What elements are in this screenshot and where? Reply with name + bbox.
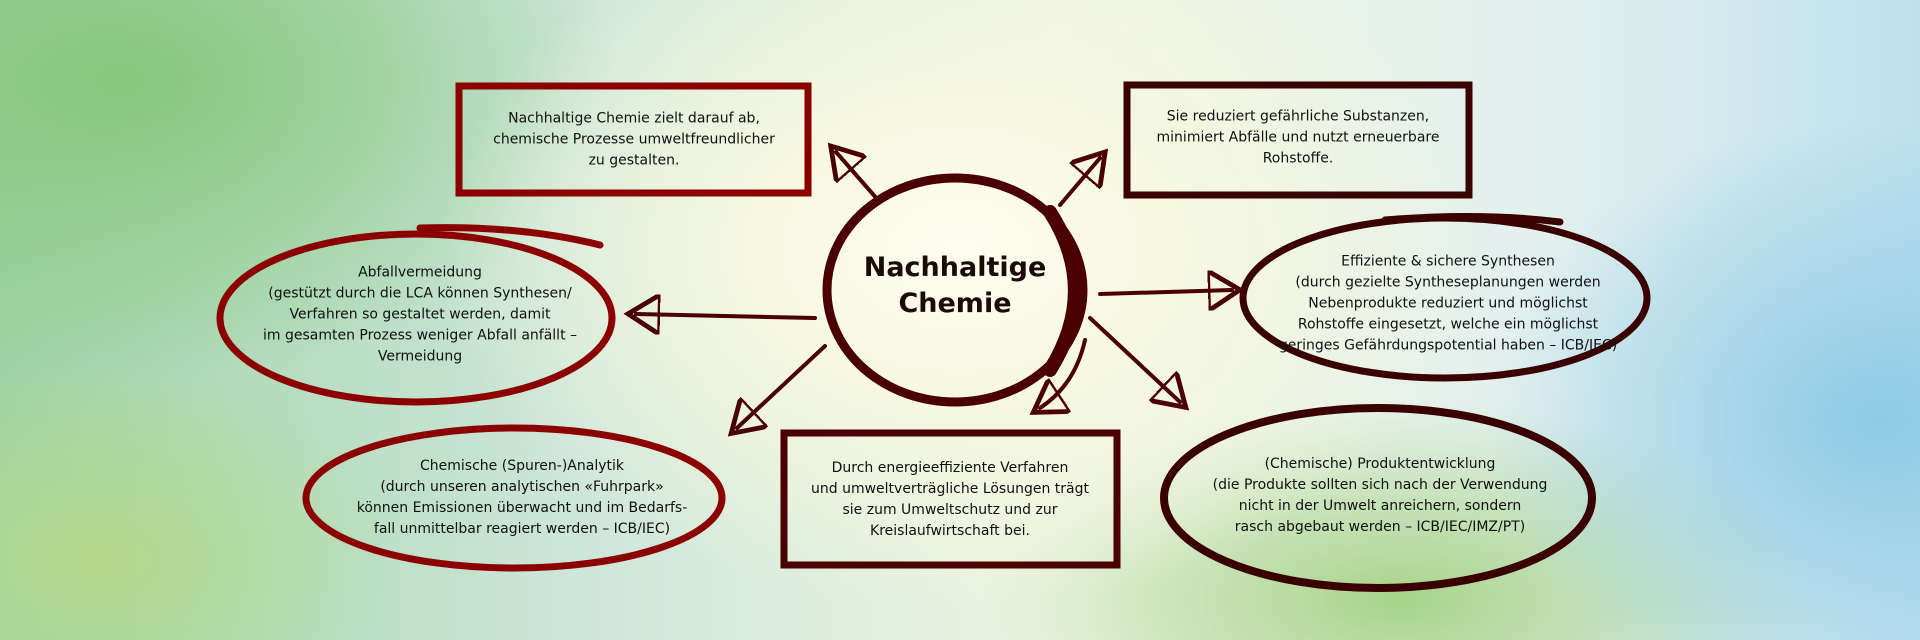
node-line: chemische Prozesse umweltfreundlicher	[493, 131, 775, 148]
node-top-right: Sie reduziert gefährliche Substanzen, mi…	[1157, 107, 1440, 170]
node-line: (gestützt durch die LCA können Synthesen…	[268, 285, 572, 302]
node-line: Durch energieeffiziente Verfahren	[831, 460, 1069, 476]
ellipse-bottom-left-frame	[302, 424, 726, 572]
arrow-bottom-right	[1088, 316, 1180, 402]
node-line: und umweltverträgliche Lösungen trägt	[811, 481, 1089, 497]
node-line: (durch unseren analytischen «Fuhrpark»	[380, 479, 664, 495]
node-line: Chemische (Spuren-)Analytik	[420, 458, 624, 474]
arrow-right	[1098, 290, 1232, 294]
node-line: Sie reduziert gefährliche Substanzen,	[1166, 108, 1430, 125]
center-title-line: Nachhaltige	[863, 252, 1047, 283]
node-bottom-left: Chemische (Spuren-)Analytik (durch unser…	[357, 456, 688, 540]
center-circle-accent	[1043, 205, 1082, 377]
node-line: Verfahren so gestaltet werden, damit	[289, 306, 551, 323]
center-title: Nachhaltige Chemie	[864, 250, 1047, 322]
node-line: (die Produkte sollten sich nach der Verw…	[1212, 477, 1548, 493]
arrow-bottom-left	[737, 344, 827, 428]
node-line: im gesamten Prozess weniger Abfall anfäl…	[262, 327, 578, 344]
node-top-left: Nachhaltige Chemie zielt darauf ab, chem…	[493, 109, 775, 172]
node-line: Nachhaltige Chemie zielt darauf ab,	[508, 110, 760, 127]
node-line: Kreislaufwirtschaft bei.	[870, 523, 1030, 539]
node-line: minimiert Abfälle und nutzt erneuerbare	[1156, 129, 1440, 146]
node-bottom-middle: Durch energieeffiziente Verfahren und um…	[811, 458, 1089, 542]
node-line: Rohstoffe.	[1262, 150, 1334, 167]
ellipse-left-frame	[216, 230, 616, 406]
node-line: sie zum Umweltschutz und zur	[842, 502, 1058, 518]
node-line: (Chemische) Produktentwicklung	[1264, 456, 1496, 472]
box-top-right-frame	[1123, 81, 1473, 199]
arrow-top-left	[836, 152, 880, 202]
box-top-left-frame	[455, 82, 812, 197]
box-bottom-middle-frame	[780, 429, 1121, 569]
center-title-line: Chemie	[898, 288, 1012, 319]
node-right: Effiziente & sichere Synthesen (durch ge…	[1279, 252, 1617, 357]
node-line: Nebenprodukte reduziert und möglichst	[1308, 295, 1588, 312]
node-left: Abfallvermeidung (gestützt durch die LCA…	[263, 263, 577, 368]
center-circle	[822, 173, 1088, 407]
node-line: Rohstoffe eingesetzt, welche ein möglich…	[1297, 316, 1599, 333]
node-bottom-right: (Chemische) Produktentwicklung (die Prod…	[1213, 454, 1548, 538]
node-line: nicht in der Umwelt anreichern, sondern	[1238, 498, 1522, 514]
node-line: Abfallvermeidung	[358, 264, 482, 281]
arrow-left	[636, 314, 817, 318]
node-line: rasch abgebaut werden – ICB/IEC/IMZ/PT)	[1234, 519, 1526, 535]
node-line: Effiziente & sichere Synthesen	[1341, 253, 1555, 270]
arrow-top-right	[1058, 158, 1100, 207]
node-line: können Emissionen überwacht und im Bedar…	[356, 500, 688, 516]
ellipse-bottom-right-frame	[1160, 404, 1596, 592]
node-line: geringes Gefährdungspotential haben – IC…	[1278, 337, 1618, 354]
node-line: Vermeidung	[377, 348, 463, 365]
node-line: zu gestalten.	[588, 152, 680, 169]
arrow-bottom-middle	[1040, 338, 1087, 408]
node-line: fall unmittelbar reagiert werden – ICB/I…	[373, 521, 671, 537]
node-line: (durch gezielte Syntheseplanungen werden	[1295, 274, 1601, 291]
